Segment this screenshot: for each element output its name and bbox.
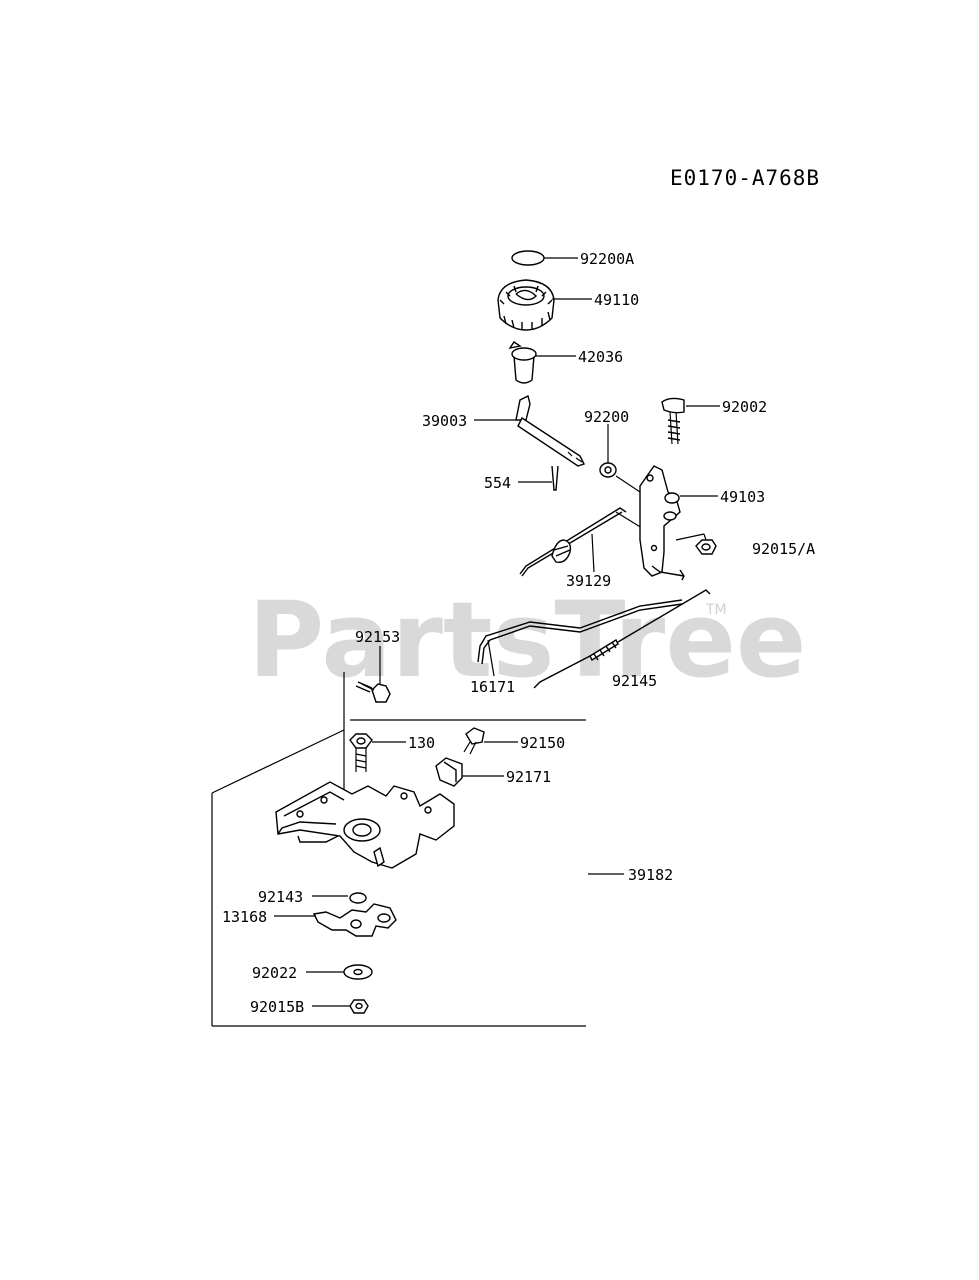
label-92150[interactable]: 92150 xyxy=(520,734,565,752)
nut-92015a-drawing xyxy=(695,539,717,555)
washer-92200a-drawing xyxy=(511,250,545,266)
label-554[interactable]: 554 xyxy=(484,474,511,492)
label-92143[interactable]: 92143 xyxy=(258,888,303,906)
washer-92143-drawing xyxy=(349,892,367,904)
label-92145[interactable]: 92145 xyxy=(612,672,657,690)
clamp-92171-drawing xyxy=(435,757,463,787)
label-49110[interactable]: 49110 xyxy=(594,291,639,309)
label-13168[interactable]: 13168 xyxy=(222,908,267,926)
bolt-92153-drawing xyxy=(355,681,391,703)
sleeve-42036-drawing xyxy=(508,341,537,384)
shaft-39003-drawing xyxy=(515,394,585,467)
label-92015a[interactable]: 92015/A xyxy=(752,540,815,558)
label-92200[interactable]: 92200 xyxy=(584,408,629,426)
lever-13168-drawing xyxy=(312,903,397,937)
arm-49103-drawing xyxy=(639,465,681,577)
label-92002[interactable]: 92002 xyxy=(722,398,767,416)
spring-rod-39129-drawing xyxy=(519,507,627,577)
label-92015b[interactable]: 92015B xyxy=(250,998,304,1016)
label-92153[interactable]: 92153 xyxy=(355,628,400,646)
label-92171[interactable]: 92171 xyxy=(506,768,551,786)
diagram-code: E0170-A768B xyxy=(670,166,820,190)
screw-92150-drawing xyxy=(463,727,485,755)
washer-92200-drawing xyxy=(599,462,617,478)
label-39003[interactable]: 39003 xyxy=(422,412,467,430)
gear-49110-drawing xyxy=(497,279,555,331)
label-49103[interactable]: 49103 xyxy=(720,488,765,506)
label-92200a[interactable]: 92200A xyxy=(580,250,634,268)
label-16171[interactable]: 16171 xyxy=(470,678,515,696)
nut-92015b-drawing xyxy=(349,999,369,1014)
link-rod-16171-drawing xyxy=(477,599,683,665)
label-39182[interactable]: 39182 xyxy=(628,866,673,884)
watermark-trademark: TM xyxy=(705,602,727,618)
spring-92145-drawing xyxy=(533,589,711,689)
label-92022[interactable]: 92022 xyxy=(252,964,297,982)
control-plate-39182-drawing xyxy=(275,781,455,869)
label-39129[interactable]: 39129 xyxy=(566,572,611,590)
pin-554-drawing xyxy=(551,465,559,491)
label-42036[interactable]: 42036 xyxy=(578,348,623,366)
washer-92022-drawing xyxy=(343,964,373,980)
label-130[interactable]: 130 xyxy=(408,734,435,752)
watermark-text: PartsTree xyxy=(248,579,806,701)
bolt-92002-drawing xyxy=(661,397,685,445)
bolt-130-drawing xyxy=(349,733,373,772)
